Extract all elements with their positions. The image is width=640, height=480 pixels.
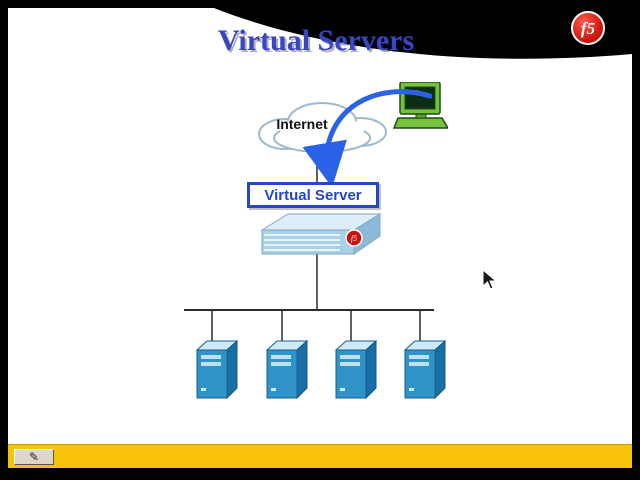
f5-logo-text: f5 xyxy=(580,18,596,38)
server-tower-icon xyxy=(195,339,239,400)
virtual-server-box: Virtual Server xyxy=(247,182,379,208)
slideshow-toolbar: ✎ xyxy=(8,444,632,468)
pen-tool-button[interactable]: ✎ xyxy=(14,449,54,465)
virtual-server-label: Virtual Server xyxy=(264,186,362,204)
server-tower-icon xyxy=(334,339,378,400)
internet-label: Internet xyxy=(276,116,328,132)
server-tower-icon xyxy=(403,339,447,400)
bigip-appliance-icon: f5 xyxy=(260,213,382,255)
workstation-icon xyxy=(392,82,448,129)
appliance-f5-badge xyxy=(345,229,363,247)
server-tower-icon xyxy=(265,339,309,400)
pen-icon: ✎ xyxy=(28,450,40,464)
appliance-f5-text: f5 xyxy=(351,234,357,243)
swoosh-decoration xyxy=(214,8,632,59)
slide-title: Virtual Servers xyxy=(217,24,415,57)
f5-logo: f5 xyxy=(571,11,605,45)
mouse-cursor xyxy=(482,269,498,290)
